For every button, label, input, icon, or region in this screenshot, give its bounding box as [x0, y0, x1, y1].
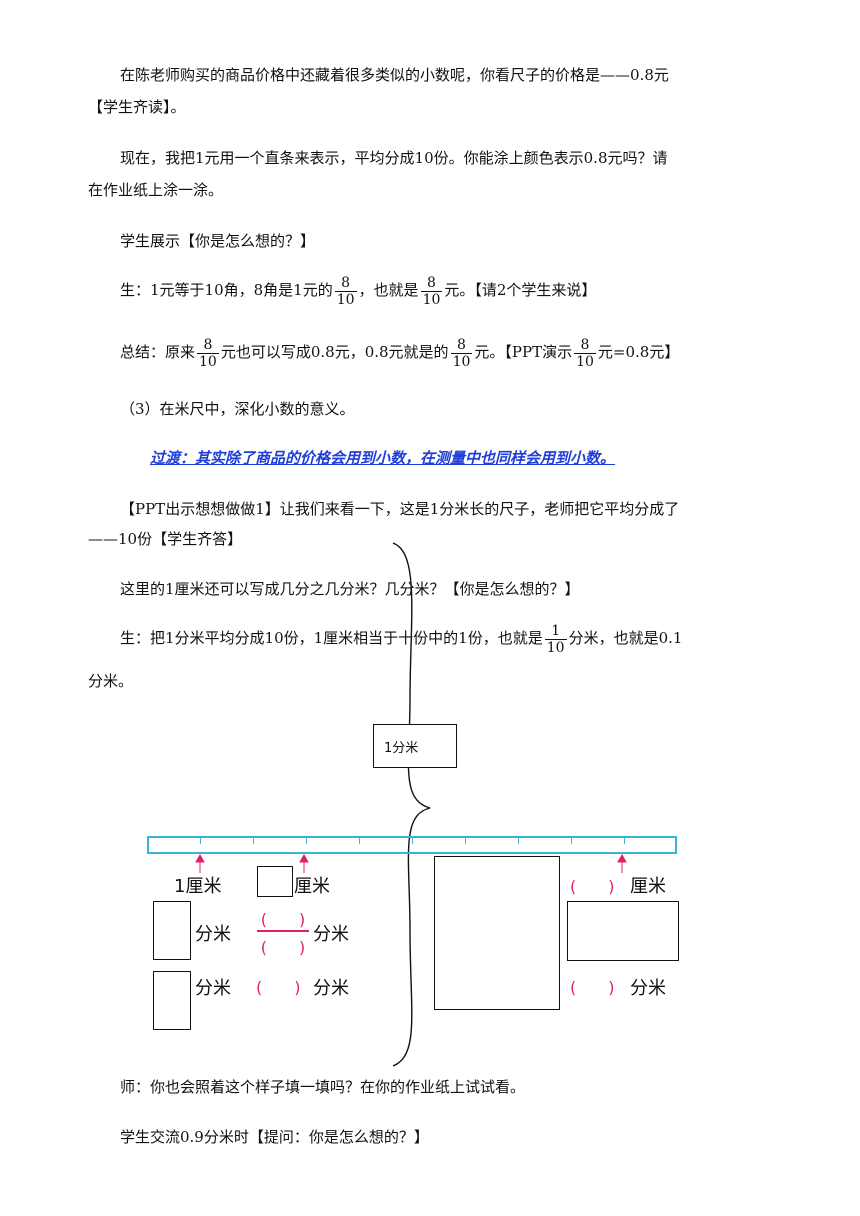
label-dm: 分米: [195, 978, 231, 999]
decimeter-ruler: [147, 836, 677, 854]
paragraph-2-cont: 在作业纸上涂一涂。: [88, 181, 224, 199]
label-dm: 分米: [195, 924, 231, 945]
arrow-9cm-head: [617, 853, 627, 863]
arrow-1cm-head: [195, 853, 205, 863]
paragraph-3: 学生展示【你是怎么想的？】: [120, 232, 316, 250]
ruler-tick: [571, 836, 572, 844]
blank-cm-9[interactable]: ( ): [570, 877, 615, 896]
blank-numerator[interactable]: ( ): [260, 910, 306, 929]
ruler-tick: [412, 836, 413, 844]
curly-brace: [392, 542, 431, 1067]
paragraph-9-cont: 分米。: [88, 672, 134, 690]
paragraph-2: 现在，我把1元用一个直条来表示，平均分成10份。你能涂上颜色表示0.8元吗？请: [120, 149, 668, 167]
answer-box-large[interactable]: [434, 856, 560, 1010]
answer-box-dm-2[interactable]: [153, 971, 191, 1030]
paragraph-1-cont: 【学生齐读】。: [88, 98, 186, 116]
answer-box-dm-1[interactable]: [153, 901, 191, 960]
brace-label-box: 1分米: [373, 724, 457, 768]
fraction-bar: [257, 930, 309, 932]
ruler-tick: [359, 836, 360, 844]
paragraph-8: 这里的1厘米还可以写成几分之几分米？几分米？【你是怎么想的？】: [120, 580, 580, 598]
blank-decimal[interactable]: ( ): [256, 978, 301, 997]
label-cm: 厘米: [630, 876, 666, 897]
blank-dm-9[interactable]: ( ): [570, 978, 615, 997]
label-1cm: 1厘米: [174, 876, 222, 897]
ruler-tick: [253, 836, 254, 844]
ruler-tick: [200, 836, 201, 844]
paragraph-7-cont: ——10份【学生齐答】: [88, 530, 243, 548]
paragraph-7: 【PPT出示想想做做1】让我们来看一下，这是1分米长的尺子，老师把它平均分成了: [120, 500, 680, 518]
ruler-tick: [624, 836, 625, 844]
label-dm: 分米: [630, 978, 666, 999]
ruler-tick: [306, 836, 307, 844]
ruler-tick: [518, 836, 519, 844]
label-dm: 分米: [313, 978, 349, 999]
answer-box-cm[interactable]: [257, 866, 293, 897]
paragraph-10: 师：你也会照着这个样子填一填吗？在你的作业纸上试试看。: [120, 1078, 526, 1096]
transition-note: 过渡：其实除了商品的价格会用到小数，在测量中也同样会用到小数。: [150, 449, 616, 467]
blank-denominator[interactable]: ( ): [260, 938, 306, 957]
arrow-3cm-head: [299, 853, 309, 863]
paragraph-6: （3）在米尺中，深化小数的意义。: [120, 400, 355, 418]
brace-label: 1分米: [384, 741, 419, 756]
ruler-tick: [465, 836, 466, 844]
answer-box-wide[interactable]: [567, 901, 679, 961]
paragraph-1: 在陈老师购买的商品价格中还藏着很多类似的小数呢，你看尺子的价格是——0.8元: [120, 66, 669, 84]
label-cm: 厘米: [294, 876, 330, 897]
label-dm: 分米: [313, 924, 349, 945]
paragraph-11: 学生交流0.9分米时【提问：你是怎么想的？】: [120, 1128, 429, 1146]
